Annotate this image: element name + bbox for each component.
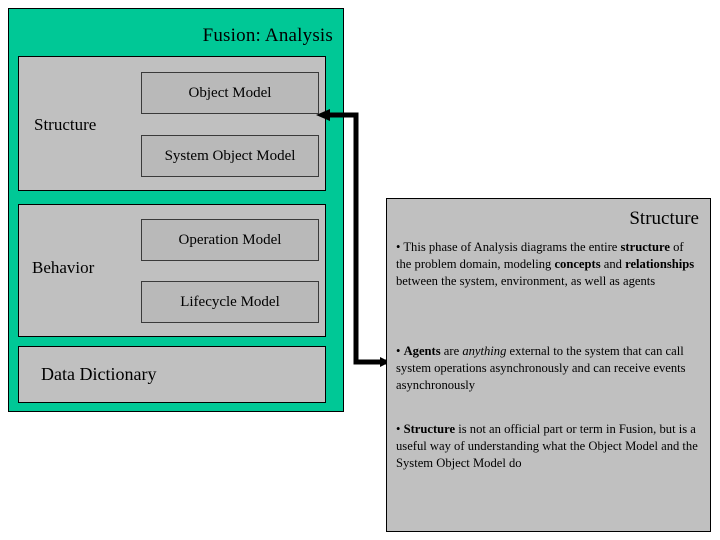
system-object-model-box[interactable]: System Object Model [141, 135, 319, 177]
structure-group-label: Structure [34, 115, 97, 134]
behavior-group-label: Behavior [32, 258, 95, 277]
behavior-group-panel: Behavior Operation Model Lifecycle Model [18, 204, 326, 337]
note-bullet-item: • Agents are anything external to the sy… [396, 344, 686, 392]
structure-group-panel: Structure Object Model System Object Mod… [18, 56, 326, 191]
notes-panel-heading: Structure [629, 208, 699, 229]
data-dictionary-label: Data Dictionary [41, 364, 157, 384]
object-model-box[interactable]: Object Model [141, 72, 319, 114]
note-bullet-item: • Structure is not an official part or t… [396, 422, 698, 470]
structure-notes-panel: Structure • This phase of Analysis diagr… [386, 198, 711, 532]
data-dictionary-panel: Data Dictionary [18, 346, 326, 403]
lifecycle-model-box[interactable]: Lifecycle Model [141, 281, 319, 323]
operation-model-box[interactable]: Operation Model [141, 219, 319, 261]
diagram-title: Fusion: Analysis [202, 25, 333, 46]
note-bullet-item: • This phase of Analysis diagrams the en… [396, 240, 695, 288]
fusion-analysis-diagram: Fusion: Analysis Structure Object Model … [8, 8, 344, 412]
